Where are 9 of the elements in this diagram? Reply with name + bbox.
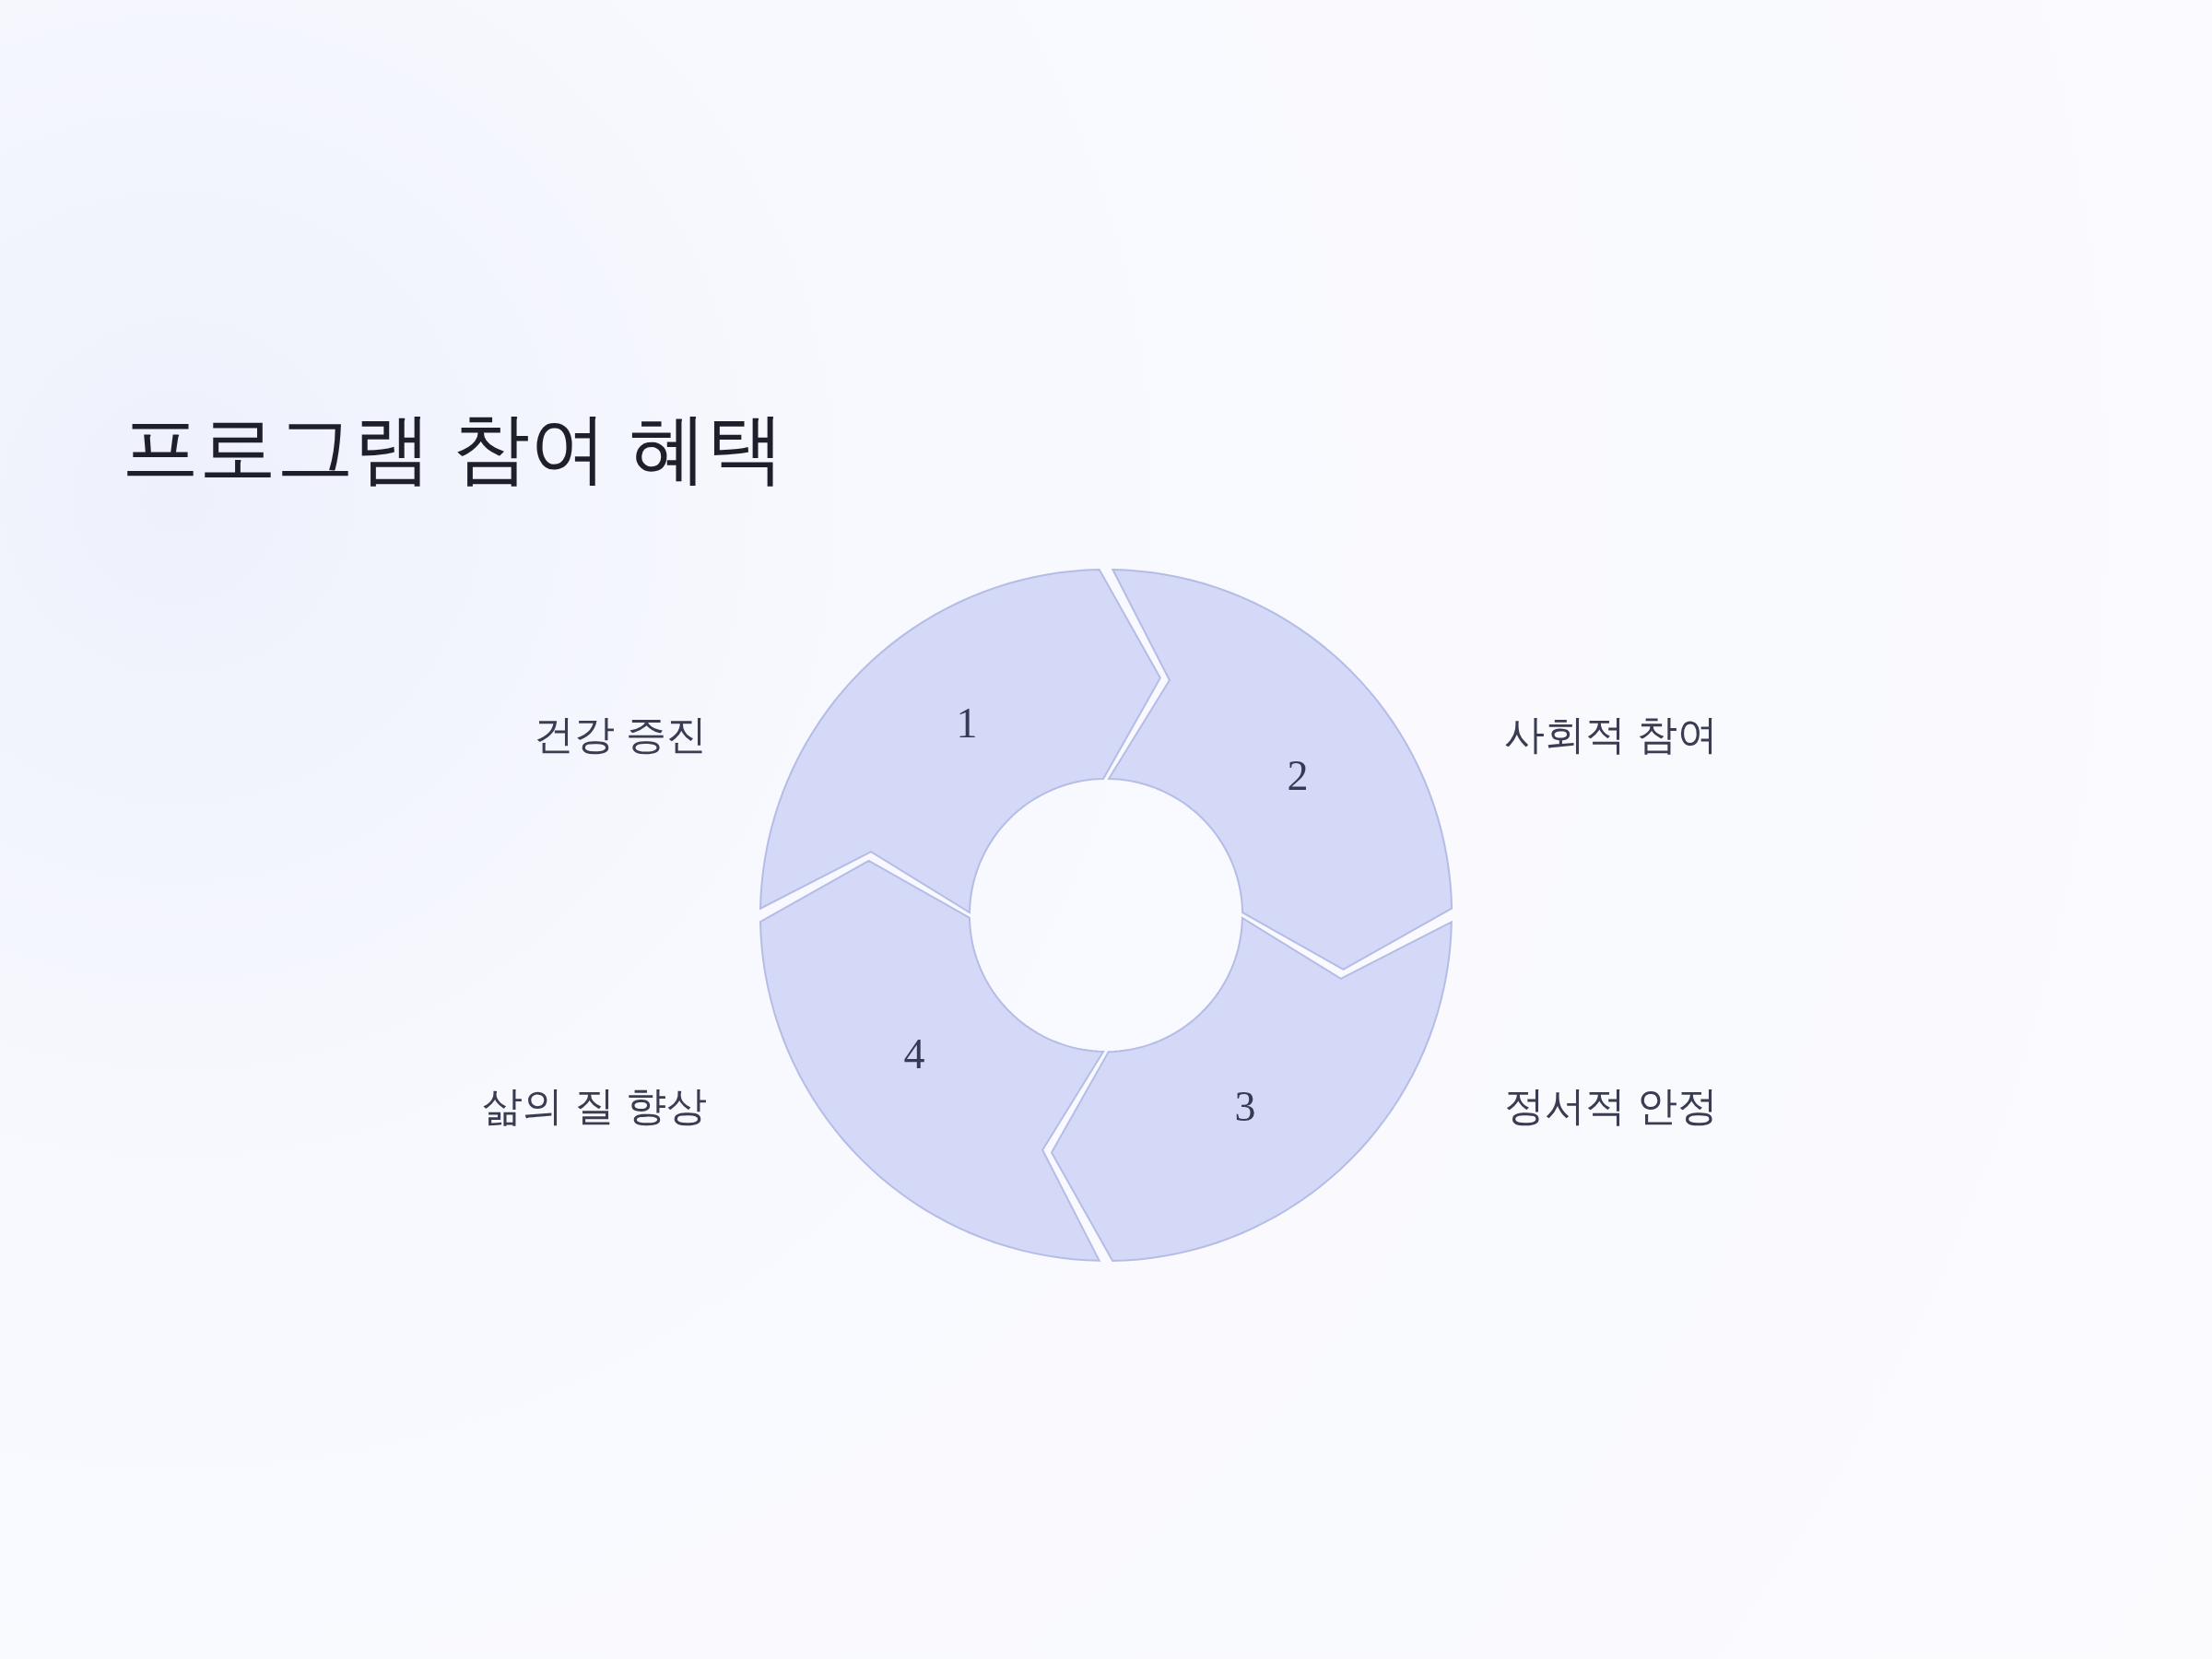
step-number: 1 — [956, 702, 978, 746]
step-number: 3 — [1234, 1085, 1256, 1128]
title: 프로그램 참여 혜택 — [122, 404, 784, 493]
step-number: 4 — [903, 1033, 925, 1077]
benefit-label: 삶의 질 향상 — [481, 1081, 707, 1130]
benefit-label: 정서적 안정 — [1504, 1081, 1719, 1130]
step-number: 2 — [1287, 754, 1309, 797]
benefit-label: 건강 증진 — [533, 710, 707, 759]
benefit-label: 사회적 참여 — [1504, 710, 1719, 759]
